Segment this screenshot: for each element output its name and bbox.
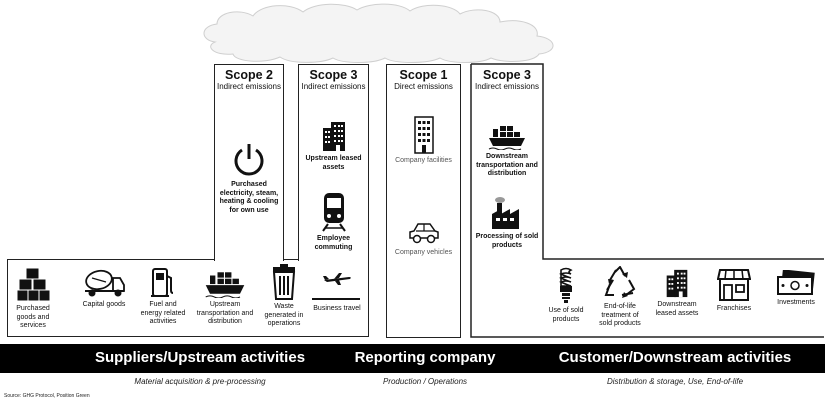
company-vehicles-item: Company vehicles [388,218,459,258]
use-sold-products-item: Use of sold products [541,266,591,324]
recycle-icon [604,266,636,298]
airplane-icon [323,273,351,285]
storefront-icon [717,269,751,301]
category-bar [0,344,825,373]
business-travel-item: Business travel [306,272,368,314]
scope1-column [386,64,461,338]
light-bulb-icon [559,267,573,303]
scope3-downstream-subtitle: Indirect emissions [474,82,540,91]
reporting-label: Reporting company [354,349,496,366]
downstream-transport-item: Downstream transportation and distributi… [472,122,542,179]
fuel-energy-item: Fuel and energy related activities [138,266,188,327]
office-buildings-icon [666,269,688,298]
customer-sub-label: Distribution & storage, Use, End-of-life [606,377,744,386]
money-icon [777,270,815,295]
downstream-leased-assets-item: Downstream leased assets [648,268,706,318]
scope2-column [214,64,284,261]
capital-goods-item: Capital goods [72,268,136,310]
scope2-title: Scope 2 [225,68,273,82]
scope3-downstream-title: Scope 3 [483,68,531,82]
factory-icon [492,197,519,229]
boxes-icon [16,267,50,302]
purchased-goods-item: Purchased goods and services [8,266,58,331]
power-icon [234,144,264,176]
train-icon [321,193,346,232]
customer-label: Customer/Downstream activities [558,349,792,366]
scope2-subtitle: Indirect emissions [216,82,282,91]
fuel-pump-icon [151,268,174,297]
cargo-ship-icon [205,272,245,298]
reporting-sub-label: Production / Operations [382,377,468,386]
investments-item: Investments [770,270,822,308]
source-note: Source: GHG Protocol, Position Green [4,393,90,399]
upstream-frame [7,259,369,337]
suppliers-sub-label: Material acquisition & pre-processing [134,377,266,386]
processing-sold-products-item: Processing of sold products [472,196,542,250]
waste-item: Waste generated in operations [258,264,310,329]
car-icon [408,223,439,244]
upstream-leased-assets-item: Upstream leased assets [300,120,367,172]
end-of-life-item: End-of-life treatment of sold products [594,266,646,329]
scope3-upstream-subtitle: Indirect emissions [301,82,366,91]
emissions-cloud [203,3,554,63]
office-buildings-icon [322,122,345,151]
suppliers-label: Suppliers/Upstream activities [94,349,306,366]
cargo-ship-icon [488,126,525,150]
downstream-frame [470,63,824,338]
company-facilities-item: Company facilities [388,116,459,166]
upstream-transport-item: Upstream transportation and distribution [194,268,256,327]
purchased-electricity-item: Purchased electricity, steam, heating & … [216,142,282,215]
employee-commuting-item: Employee commuting [300,192,367,252]
trash-bin-icon [272,264,296,300]
scope1-title: Scope 1 [399,68,448,82]
building-icon [413,116,434,154]
scope1-subtitle: Direct emissions [394,82,453,91]
franchises-item: Franchises [708,268,760,314]
divider-line [312,298,360,300]
scope3-upstream-title: Scope 3 [309,68,358,82]
cement-truck-icon [85,269,125,297]
